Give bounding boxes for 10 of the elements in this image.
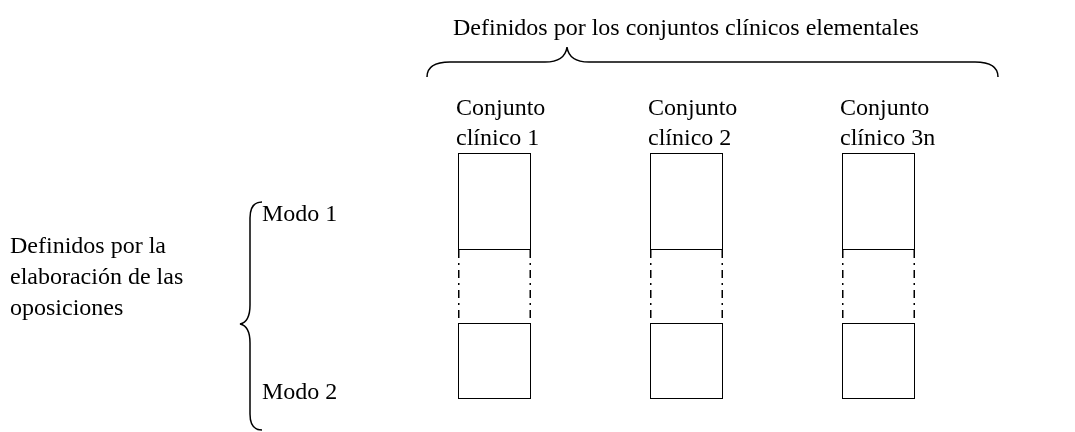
brace-label: Definidos por la elaboración de las oposiciones xyxy=(10,231,185,322)
row-label: Modo 1 xyxy=(262,199,339,228)
column-heading: Conjunto clínico 3n xyxy=(840,93,937,152)
brace-label: Definidos por los conjuntos clínicos elementales xyxy=(453,13,920,42)
column-heading: Conjunto clínico 1 xyxy=(456,93,547,152)
row-label: Modo 2 xyxy=(262,377,339,406)
rectangle xyxy=(650,323,723,399)
rectangle xyxy=(842,323,915,399)
column-heading: Conjunto clínico 2 xyxy=(648,93,739,152)
rectangle xyxy=(458,323,531,399)
